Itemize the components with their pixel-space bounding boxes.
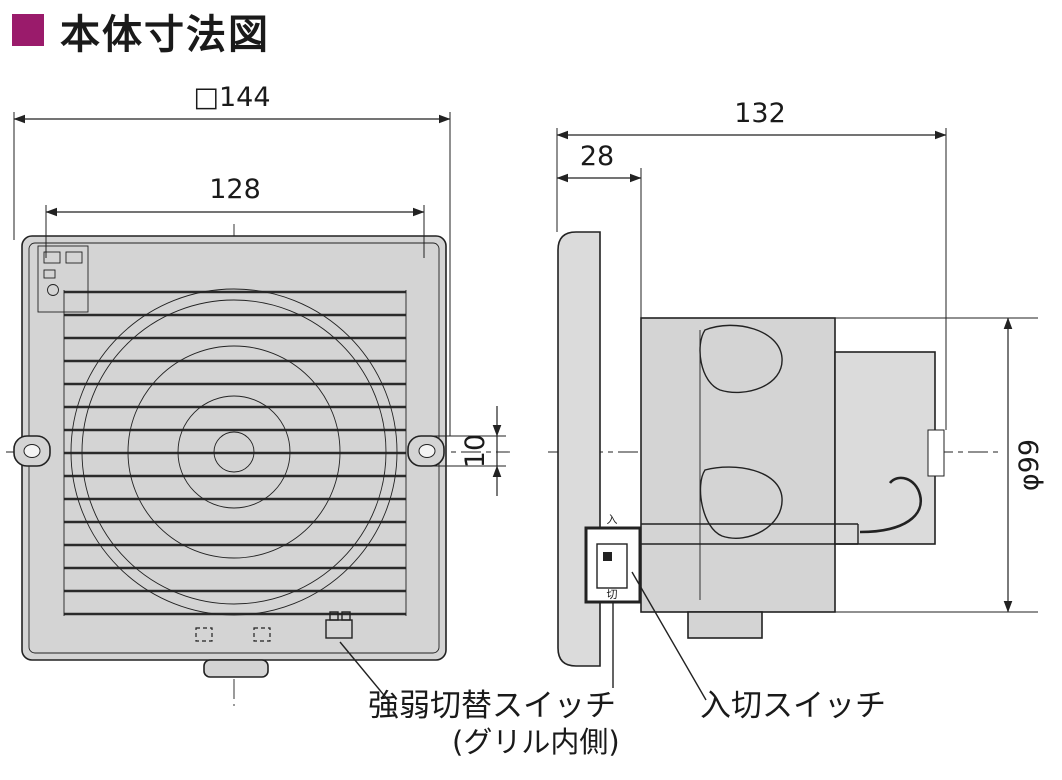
side-fan-housing — [640, 317, 836, 613]
bottom-knockout-left — [195, 627, 213, 642]
front-view: □144 128 10 — [6, 82, 510, 706]
power-switch-box: 入 切 — [584, 513, 642, 604]
dim-outer: □144 — [13, 82, 451, 436]
bottom-tab — [203, 659, 269, 678]
switch-arm — [641, 476, 923, 545]
mounting-tab-left — [13, 435, 51, 467]
dim-depth: 132 — [556, 98, 947, 430]
dim-grille: 128 — [45, 174, 425, 258]
bottom-knockout-right — [253, 627, 271, 642]
dim-duct-diameter: φ99 — [1014, 439, 1045, 491]
switch-on-mark: 入 — [607, 513, 618, 526]
grille-louver-frame — [63, 290, 407, 616]
dim-total-depth: 132 — [734, 98, 786, 129]
dim-diameter: φ99 — [745, 317, 1045, 613]
mounting-tab-right — [407, 435, 445, 467]
fan-blade-sections — [699, 324, 783, 600]
callouts: 強弱切替スイッチ (グリル内側) 入切スイッチ — [339, 571, 886, 759]
grille-louvers — [64, 290, 406, 616]
dim-grille-depth: 28 — [556, 141, 642, 318]
strength-switch-shape — [325, 611, 353, 639]
power-switch-leader — [631, 571, 707, 701]
callout-grille-inside-note: (グリル内側) — [452, 725, 620, 759]
page-header: 本体寸法図 — [12, 12, 270, 58]
dim-tab: 10 — [430, 406, 506, 496]
dim-grille-depth-text: 28 — [580, 141, 614, 172]
switch-off-mark: 切 — [607, 588, 618, 601]
cord-hook — [859, 476, 923, 534]
corner-detail — [37, 245, 89, 313]
bottom-bracket — [687, 611, 763, 639]
callout-strength-switch: 強弱切替スイッチ — [368, 688, 616, 724]
title-bullet-icon — [12, 14, 44, 46]
side-duct-pipe — [834, 351, 936, 545]
strength-switch-leader — [339, 641, 389, 701]
dim-tab-depth: 10 — [460, 434, 491, 468]
page-title: 本体寸法図 — [60, 12, 270, 58]
callout-power-switch: 入切スイッチ — [700, 688, 886, 724]
side-view: 入 切 132 28 φ99 — [548, 98, 1045, 688]
dim-outer-width: □144 — [193, 82, 270, 113]
side-pipe-flange — [927, 429, 945, 477]
fan-circles — [70, 288, 398, 616]
dim-grille-width: 128 — [209, 174, 261, 205]
